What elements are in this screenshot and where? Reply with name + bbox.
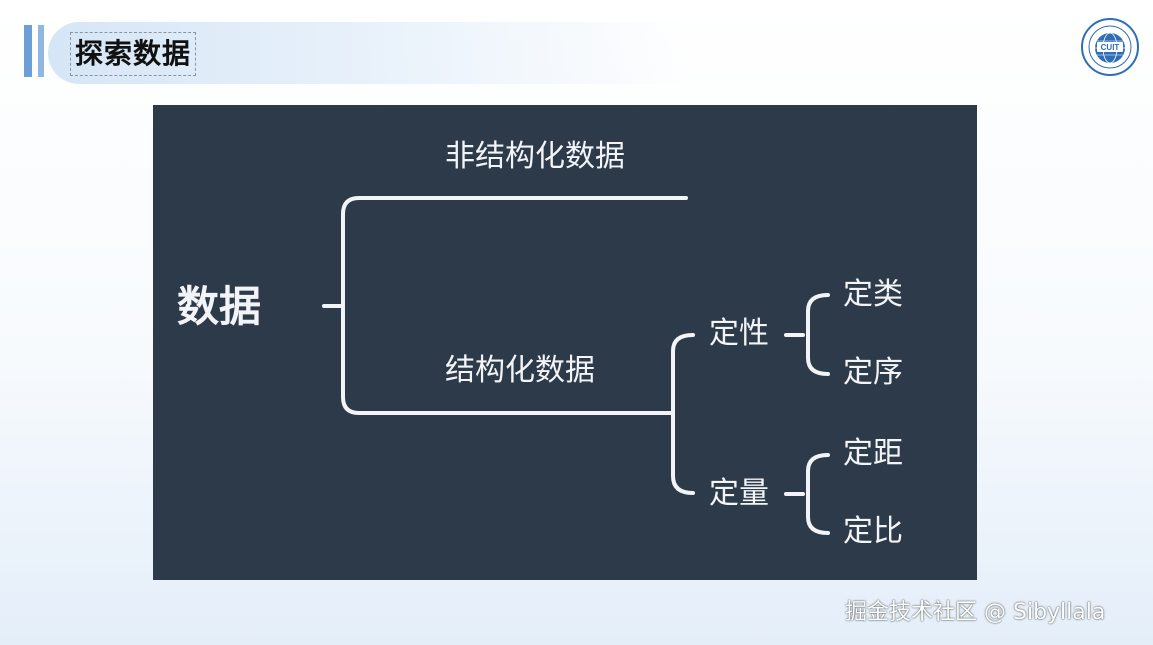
quantitative-bracket bbox=[806, 453, 830, 535]
node-unstructured-data: 非结构化数据 bbox=[445, 139, 625, 174]
node-structured-data: 结构化数据 bbox=[445, 353, 595, 388]
data-type-tree-diagram: 数据 非结构化数据 结构化数据 定性 定量 定类 定序 定距 定比 bbox=[153, 105, 977, 580]
watermark: 掘金技术社区 @ Sibyllala bbox=[845, 600, 1106, 625]
node-data: 数据 bbox=[177, 282, 262, 331]
node-ordinal: 定序 bbox=[843, 355, 903, 390]
node-qualitative: 定性 bbox=[709, 316, 769, 351]
node-ratio: 定比 bbox=[843, 514, 903, 549]
logo-text: CUIT bbox=[1101, 43, 1120, 52]
slide-title[interactable]: 探索数据 bbox=[70, 32, 197, 76]
accent-bar bbox=[24, 25, 32, 77]
node-quantitative: 定量 bbox=[709, 476, 769, 511]
level2-bracket bbox=[671, 333, 695, 495]
accent-bar-secondary bbox=[38, 25, 44, 77]
node-interval: 定距 bbox=[843, 436, 903, 471]
tree-connectors bbox=[322, 196, 830, 535]
level1-bracket bbox=[341, 196, 412, 415]
university-seal-icon: CUIT bbox=[1081, 18, 1139, 76]
qualitative-bracket bbox=[806, 293, 830, 376]
node-nominal: 定类 bbox=[843, 277, 903, 312]
